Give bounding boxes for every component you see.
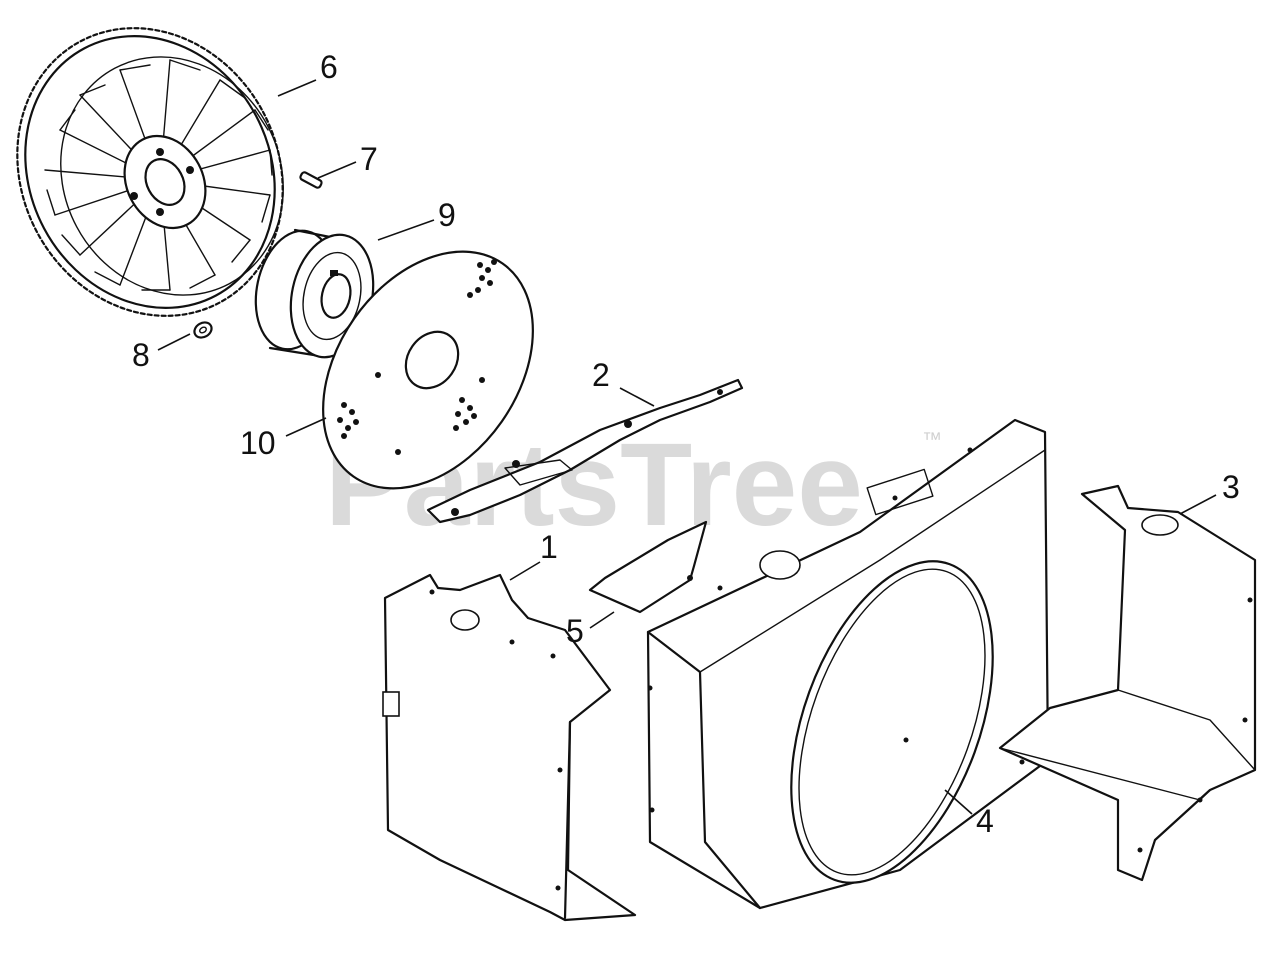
callout-2[interactable]: 2	[592, 357, 610, 393]
callout-5[interactable]: 5	[566, 613, 584, 649]
callout-4[interactable]: 4	[976, 803, 994, 839]
leader-lines	[157, 79, 1217, 815]
part-main-housing[interactable]	[646, 418, 1050, 910]
part-perforated-plate[interactable]	[280, 212, 577, 528]
part-bracket[interactable]	[426, 378, 744, 524]
part-left-shroud[interactable]	[382, 573, 637, 922]
callout-10[interactable]: 10	[240, 425, 276, 461]
watermark-trademark: ™	[922, 429, 942, 451]
callouts: 6 7 9 8 10 2 3 1 5 4	[132, 49, 1240, 839]
callout-7[interactable]: 7	[360, 141, 378, 177]
part-washer[interactable]	[192, 319, 215, 340]
callout-3[interactable]: 3	[1222, 469, 1240, 505]
callout-1[interactable]: 1	[540, 529, 558, 565]
callout-8[interactable]: 8	[132, 337, 150, 373]
part-flywheel[interactable]	[0, 0, 332, 363]
part-right-shroud[interactable]	[998, 484, 1257, 882]
part-key[interactable]	[299, 171, 323, 189]
part-small-plate[interactable]	[588, 520, 708, 614]
callout-6[interactable]: 6	[320, 49, 338, 85]
callout-9[interactable]: 9	[438, 197, 456, 233]
